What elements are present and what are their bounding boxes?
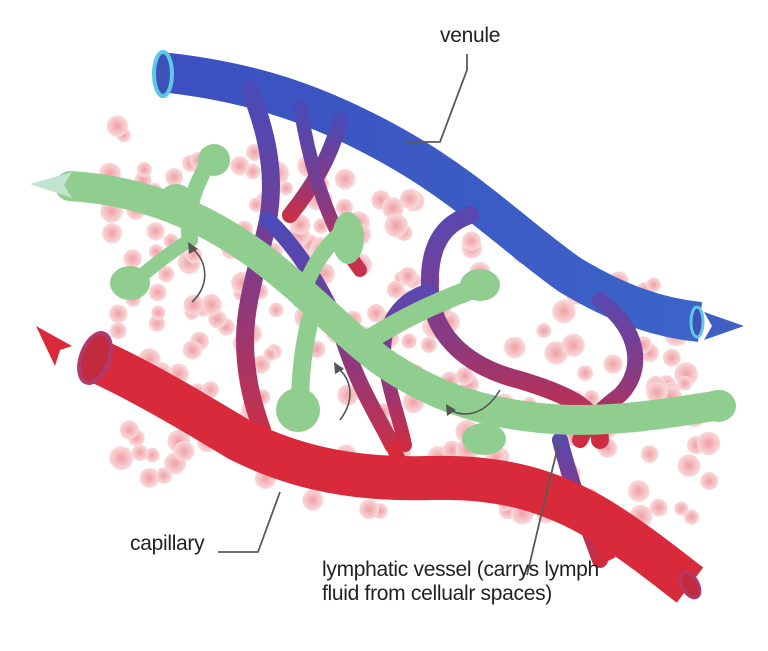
tissue-cell (183, 294, 205, 316)
tissue-cell (561, 333, 585, 357)
venule-leader-line (405, 54, 468, 143)
tissue-cell (684, 509, 700, 525)
tissue-cell (382, 197, 404, 220)
tissue-cell (248, 197, 264, 213)
tissue-cell (359, 499, 379, 520)
tissue-cell (503, 336, 526, 359)
venule-vessel (152, 50, 744, 342)
tissue-cell (677, 454, 701, 478)
tissue-cell (279, 181, 294, 196)
tissue-cell (335, 198, 354, 216)
tissue-cell (646, 277, 661, 293)
lymphatic-leader-line (526, 437, 561, 576)
tissue-cell (401, 333, 417, 349)
leader-lines (218, 54, 561, 576)
tissue-cell (577, 365, 593, 381)
tissue-cell (200, 294, 222, 316)
venule-label: venule (440, 24, 501, 47)
tissue-cell (384, 213, 409, 238)
tissue-cell (146, 222, 165, 241)
lymph-flow-arrow-icon (30, 172, 72, 198)
tissue-cell (536, 323, 552, 339)
lymphatic-label-line2: fluid from cellualr spaces) (322, 582, 552, 605)
tissue-cell (139, 468, 160, 488)
tissue-cell (131, 444, 149, 461)
tissue-cell (627, 480, 650, 502)
tissue-cell (674, 501, 689, 516)
tissue-cell (202, 381, 219, 399)
tissue-cell (337, 384, 359, 406)
tissue-cell (123, 249, 142, 268)
tissue-cell (145, 447, 160, 463)
lymphatic-vessel-label: lymphatic vessel (carrys lymph fluid fro… (322, 558, 599, 606)
tissue-cell (173, 440, 195, 462)
tissue-cell (182, 340, 203, 360)
tissue-cell (398, 267, 418, 286)
tissue-cell (455, 366, 474, 386)
tissue-cell (102, 223, 123, 244)
tissue-cell (268, 302, 284, 318)
tissue-cell (155, 467, 172, 484)
capillary-vessel (36, 326, 704, 603)
tissue-cell (251, 355, 271, 374)
tissue-cell (109, 446, 134, 471)
tissue-cell (662, 348, 681, 367)
tissue-cell (461, 231, 481, 251)
tissue-cell (313, 218, 329, 234)
tissue-cell (700, 471, 719, 491)
tissue-cell (677, 375, 693, 391)
tissue-cell (148, 315, 166, 332)
tissue-cell (603, 354, 623, 374)
tissue-cell (148, 283, 167, 302)
tissue-cell (640, 445, 659, 463)
tissue-cell (158, 266, 175, 283)
tissue-cell (386, 280, 405, 299)
tissue-cell (646, 381, 668, 403)
tissue-cell (649, 498, 668, 517)
tissue-cell (334, 168, 356, 190)
tissue-cell (106, 115, 128, 137)
tissue-cell (109, 304, 128, 323)
tissue-cell (151, 305, 166, 320)
capillary-flow-arrow-icon (36, 326, 72, 366)
lymphatic-vessel (30, 144, 736, 455)
tissue-cell (165, 168, 184, 187)
lymphatic-label-line1: lymphatic vessel (carrys lymph (322, 558, 599, 581)
flow-direction-arrows (188, 242, 501, 421)
tissue-cell (399, 188, 421, 209)
tissue-cell (552, 299, 576, 324)
tissue-cell (420, 336, 437, 353)
capillary-leader-line (218, 491, 281, 553)
tissue-cell (109, 322, 127, 340)
capillary-label: capillary (130, 532, 205, 555)
tissue-cell (230, 156, 250, 176)
tissue-cell (302, 489, 324, 511)
venule-flow-arrow-icon (704, 312, 744, 340)
tissue-cell (119, 420, 139, 440)
tissue-cell (136, 161, 152, 177)
tissue-cell (696, 431, 721, 456)
tissue-cell (263, 347, 278, 362)
